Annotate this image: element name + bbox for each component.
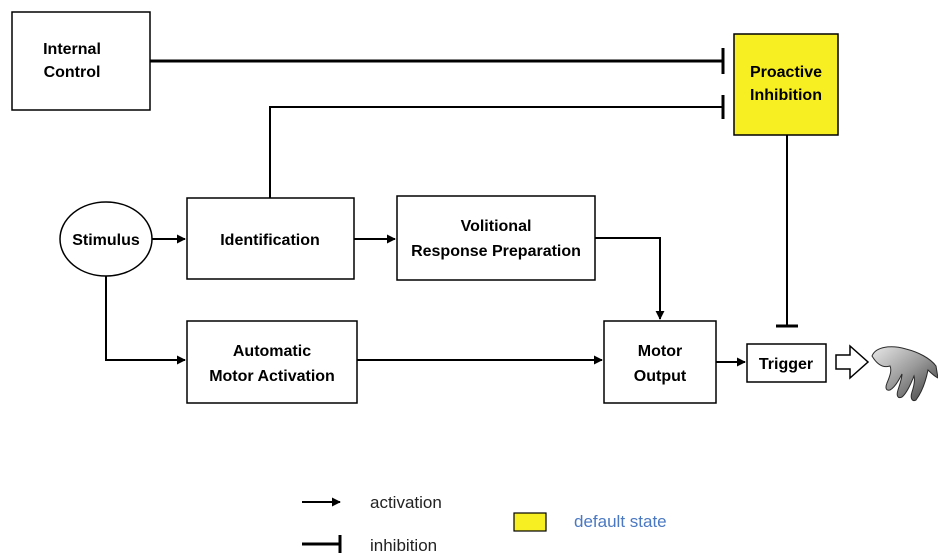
node-trigger: Trigger [746, 343, 827, 383]
legend: activation inhibition default state [302, 493, 667, 555]
legend-default-state-swatch [513, 512, 547, 532]
node-identification: Identification [186, 197, 355, 280]
legend-default-state: default state [513, 512, 667, 532]
motor-output-label-line1: Motor [638, 343, 682, 360]
volitional-label-line1: Volitional [461, 218, 532, 235]
automatic-label-line2: Motor Activation [209, 368, 335, 385]
legend-activation-label: activation [370, 493, 442, 512]
edge-volitional-to-motor-output [595, 237, 665, 320]
legend-inhibition-label: inhibition [370, 536, 437, 555]
volitional-label-line2: Response Preparation [411, 243, 581, 260]
edge-identification-inhibits-proactive [269, 95, 725, 198]
proactive-inhibition-label-line2: Inhibition [750, 87, 822, 104]
trigger-label: Trigger [759, 356, 813, 373]
automatic-label-line1: Automatic [233, 343, 311, 360]
proactive-inhibition-label-line1: Proactive [750, 64, 822, 81]
internal-control-label-line2: Control [44, 64, 101, 81]
identification-label: Identification [220, 232, 320, 249]
edge-internal-control-inhibits-proactive [150, 48, 725, 74]
node-motor-output: Motor Output [603, 320, 717, 404]
legend-inhibition: inhibition [302, 535, 437, 555]
node-automatic-motor-activation: Automatic Motor Activation [186, 320, 358, 404]
motor-output-label-line2: Output [634, 368, 687, 385]
internal-control-label-line1: Internal [43, 41, 101, 58]
stimulus-label: Stimulus [72, 232, 140, 249]
legend-activation: activation [302, 493, 442, 512]
node-volitional-response-preparation: Volitional Response Preparation [396, 195, 596, 281]
hollow-arrow-icon [835, 344, 870, 380]
edge-proactive-inhibits-trigger [776, 135, 798, 328]
hand-icon [871, 346, 938, 401]
node-internal-control: Internal Control [11, 11, 151, 111]
node-proactive-inhibition: Proactive Inhibition [733, 33, 839, 136]
edge-stimulus-to-automatic [105, 276, 186, 365]
node-stimulus: Stimulus [59, 201, 153, 277]
legend-default-state-label: default state [574, 512, 667, 531]
